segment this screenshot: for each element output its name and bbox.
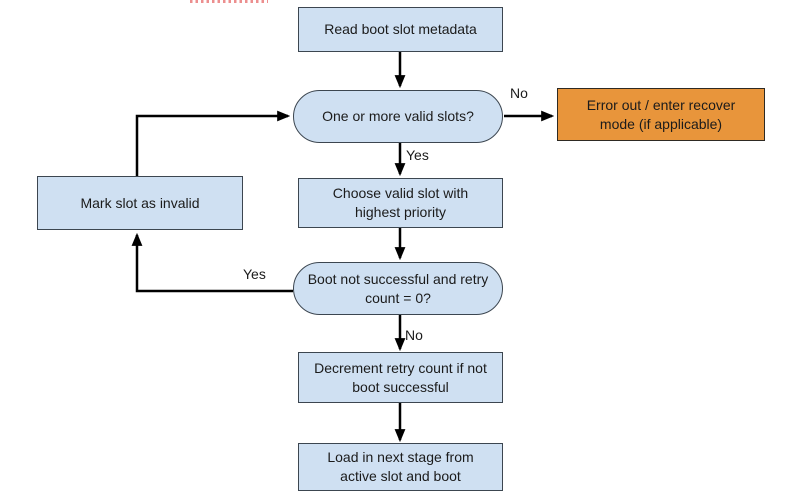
node-mark-slot-invalid: Mark slot as invalid [37,176,243,230]
node-label: Load in next stage from active slot and … [327,449,474,484]
edge-boot-to-mark [131,232,293,293]
node-decision-boot-not-successful: Boot not successful and retry count = 0? [293,262,503,315]
edge-label-yes: Yes [406,147,429,163]
node-label: Boot not successful and retry count = 0? [307,270,489,306]
node-load-next-stage: Load in next stage from active slot and … [298,443,503,491]
node-decision-valid-slots: One or more valid slots? [293,90,503,143]
node-label: One or more valid slots? [322,108,474,124]
node-label: Read boot slot metadata [324,21,477,37]
node-label: Mark slot as invalid [80,194,200,211]
node-read-boot-slot-metadata: Read boot slot metadata [298,7,503,52]
node-choose-valid-slot: Choose valid slot with highest priority [298,178,503,228]
node-label: Choose valid slot with highest priority [332,185,469,220]
edge-label-no: No [510,85,528,101]
edge-label-no: No [405,327,423,343]
clipped-red-dashed-marks [190,0,268,3]
node-label: Error out / enter recover mode (if appli… [586,96,736,132]
node-error-recover-mode: Error out / enter recover mode (if appli… [557,88,765,141]
node-label: Decrement retry count if not boot succes… [314,359,487,395]
node-decrement-retry-count: Decrement retry count if not boot succes… [298,352,503,403]
edge-mark-to-valid [135,110,291,176]
edge-label-yes: Yes [243,266,266,282]
